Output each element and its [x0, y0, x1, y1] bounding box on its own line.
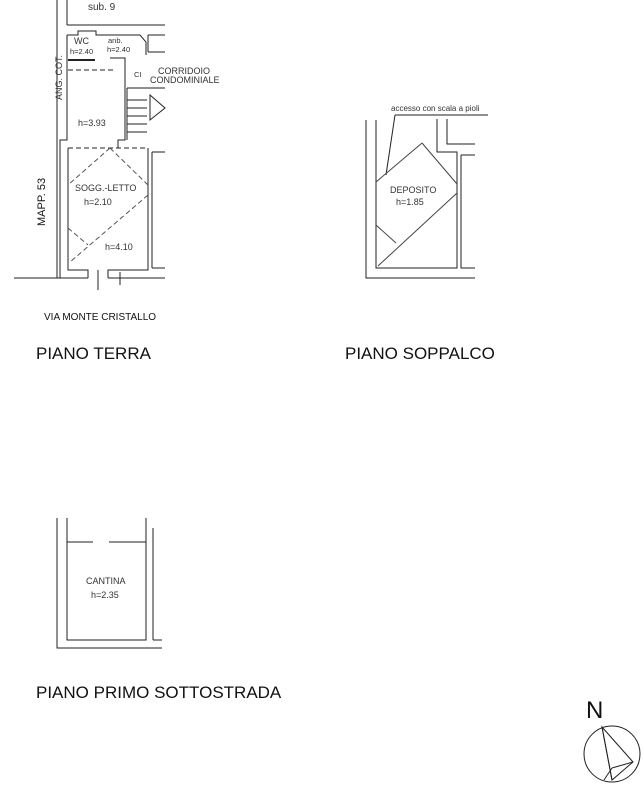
room-cantina-height: h=2.35 [91, 590, 119, 600]
room-anb-height: h=2.40 [107, 45, 131, 54]
north-label: N [586, 697, 604, 724]
room-anb: anb. [108, 36, 123, 45]
sub-label: sub. 9 [88, 2, 116, 13]
room-ang-cot: ANG. COT. [54, 54, 64, 100]
corridoio-label-2: CONDOMINIALE [150, 75, 220, 85]
room-cantina: CANTINA [86, 576, 126, 586]
room-letto: SOGG.-LETTO [75, 183, 137, 193]
ci-label: CI [134, 70, 142, 79]
piano-soppalco-title: PIANO SOPPALCO [345, 344, 495, 363]
room-deposito: DEPOSITO [390, 185, 437, 195]
access-note: accesso con scala a pioli [391, 104, 480, 113]
piano-sottostrada-title: PIANO PRIMO SOTTOSTRADA [36, 683, 282, 702]
corridoio-label-1: CORRIDOIO [158, 66, 211, 76]
room-deposito-height: h=1.85 [396, 197, 424, 207]
compass-icon [584, 726, 640, 782]
room-letto-height-2: h=4.10 [105, 242, 133, 252]
room-ang-cot-height: h=3.93 [78, 118, 106, 128]
mapp-label: MAPP. 53 [36, 177, 48, 226]
room-wc-height: h=2.40 [70, 47, 94, 56]
room-letto-height-1: h=2.10 [84, 197, 112, 207]
street-label: VIA MONTE CRISTALLO [44, 312, 157, 323]
piano-terra-title: PIANO TERRA [36, 344, 151, 363]
room-wc: WC [74, 36, 89, 46]
